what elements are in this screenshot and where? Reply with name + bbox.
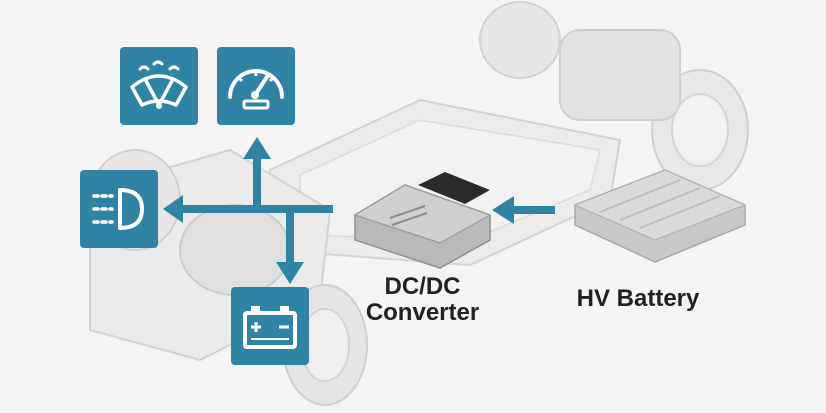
power-bus-vertical-up <box>253 155 261 210</box>
arrow-to-battery-icon <box>276 262 304 284</box>
converter-label-line2: Converter <box>365 299 480 326</box>
car-battery-icon <box>243 306 297 349</box>
speedometer-icon <box>228 69 284 110</box>
car-battery-tile <box>231 287 309 365</box>
wiper-tile <box>120 47 198 125</box>
wiper-icon <box>130 60 188 109</box>
hv-battery-label: HV Battery <box>576 285 700 312</box>
speedometer-tile <box>217 47 295 125</box>
headlight-tile <box>80 170 158 248</box>
arrow-to-converter <box>492 196 514 224</box>
headlight-icon <box>92 188 144 230</box>
converter-label-line1: DC/DC <box>384 273 461 300</box>
arrow-to-headlight <box>163 195 183 223</box>
power-bus-vertical-down <box>286 210 294 265</box>
arrow-to-speedometer <box>243 137 271 159</box>
dc-dc-converter-label: DC/DC Converter <box>350 274 495 326</box>
battery-to-converter-line <box>510 206 555 214</box>
